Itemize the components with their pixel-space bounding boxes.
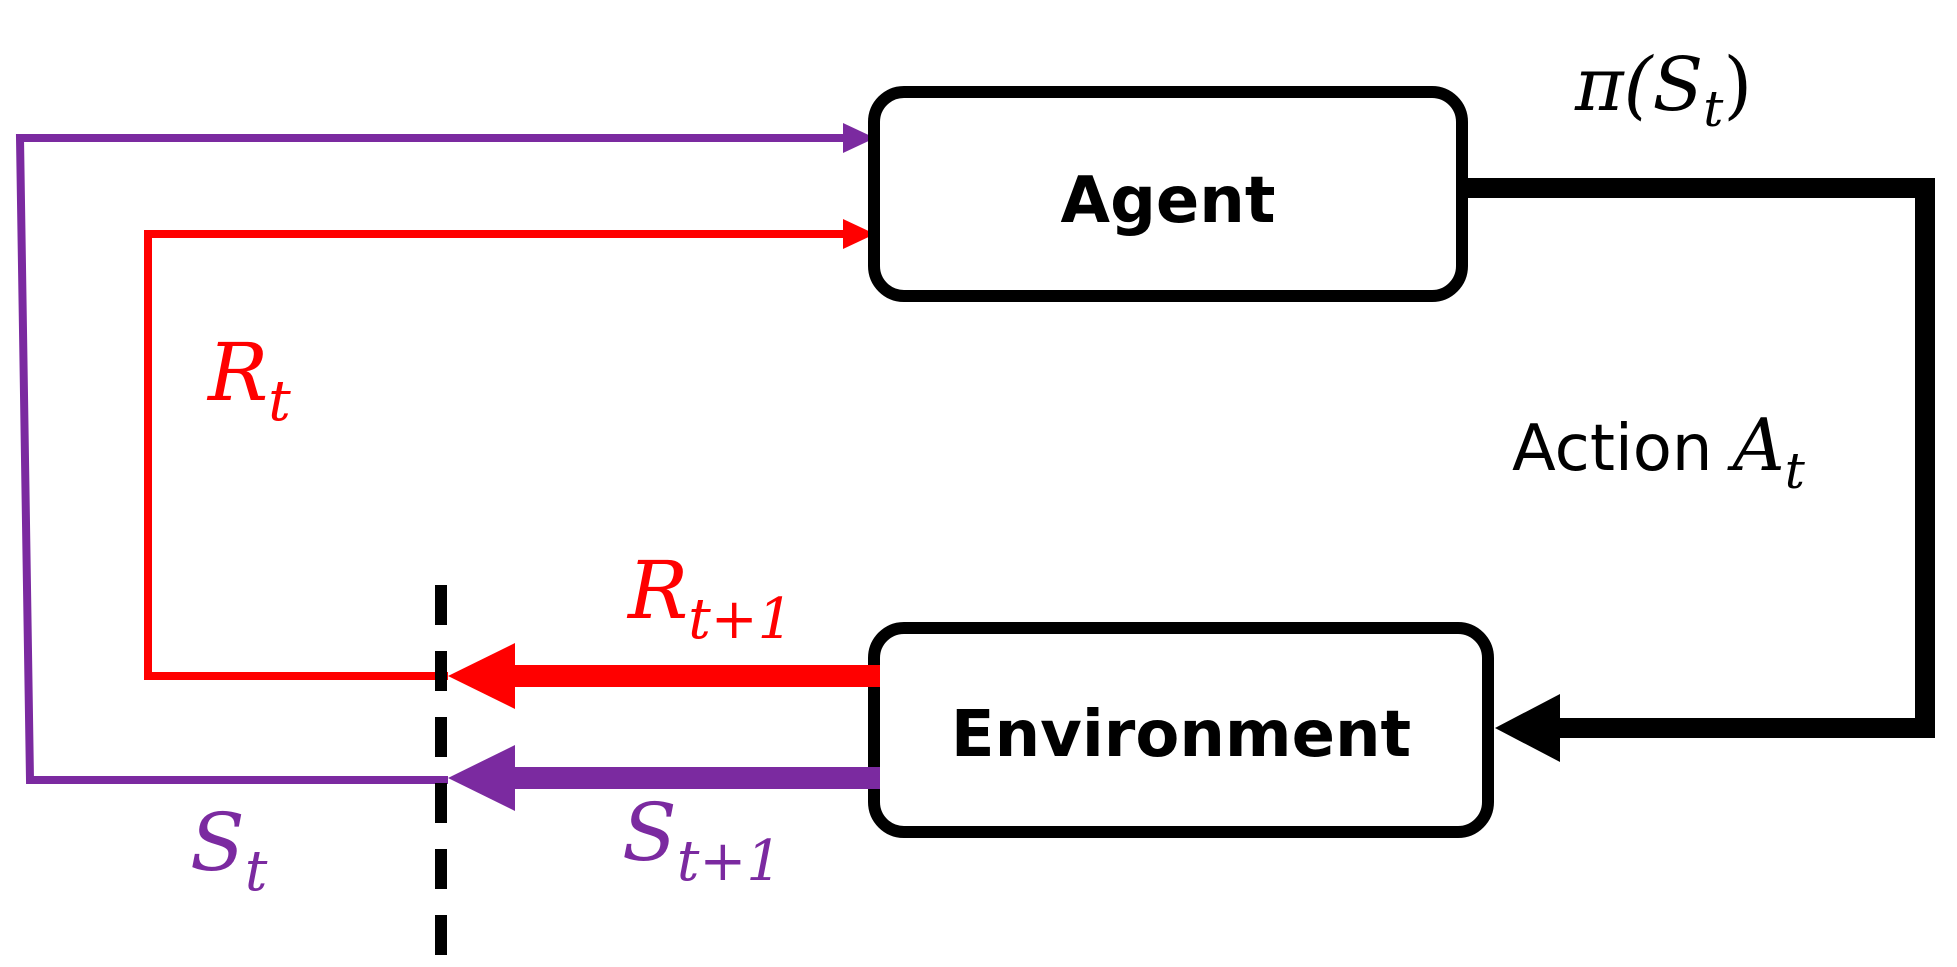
- environment-box: [868, 622, 1494, 838]
- action-subscript: t: [1785, 442, 1806, 500]
- action-symbol: A: [1727, 403, 1785, 487]
- agent-label: Agent: [1061, 164, 1276, 238]
- reward-loop-arrowhead: [843, 219, 875, 249]
- state-next-subscript: t+1: [677, 829, 782, 894]
- policy-open: π(: [1574, 42, 1655, 128]
- state-next-arrowhead: [448, 745, 515, 811]
- reward-loop-line: [144, 230, 848, 680]
- reward-next-label: Rt+1: [626, 544, 793, 652]
- reward-current-subscript: t: [268, 369, 291, 434]
- reward-current-label: Rt: [206, 326, 291, 434]
- reward-next-symbol: R: [626, 544, 688, 637]
- policy-symbol: S: [1653, 42, 1704, 128]
- action-arrowhead: [1495, 694, 1560, 762]
- policy-label: π(St): [1574, 42, 1752, 138]
- reward-next-arrowhead: [448, 643, 515, 709]
- action-line: [1468, 178, 1935, 738]
- state-next-symbol: S: [622, 786, 677, 879]
- state-current-subscript: t: [245, 839, 268, 904]
- reward-current-symbol: R: [206, 326, 268, 419]
- environment-label: Environment: [951, 698, 1411, 772]
- agent-box: [868, 86, 1468, 302]
- policy-subscript: t: [1703, 80, 1724, 138]
- state-current-symbol: S: [190, 796, 245, 889]
- action-label: Action At: [1512, 403, 1806, 500]
- action-word: Action: [1512, 412, 1733, 486]
- reward-next-subscript: t+1: [688, 587, 793, 652]
- state-next-label: St+1: [622, 786, 782, 894]
- policy-close: ): [1723, 42, 1752, 128]
- state-loop-arrowhead: [843, 123, 875, 153]
- state-current-label: St: [190, 796, 268, 904]
- state-loop-line: [15, 134, 848, 784]
